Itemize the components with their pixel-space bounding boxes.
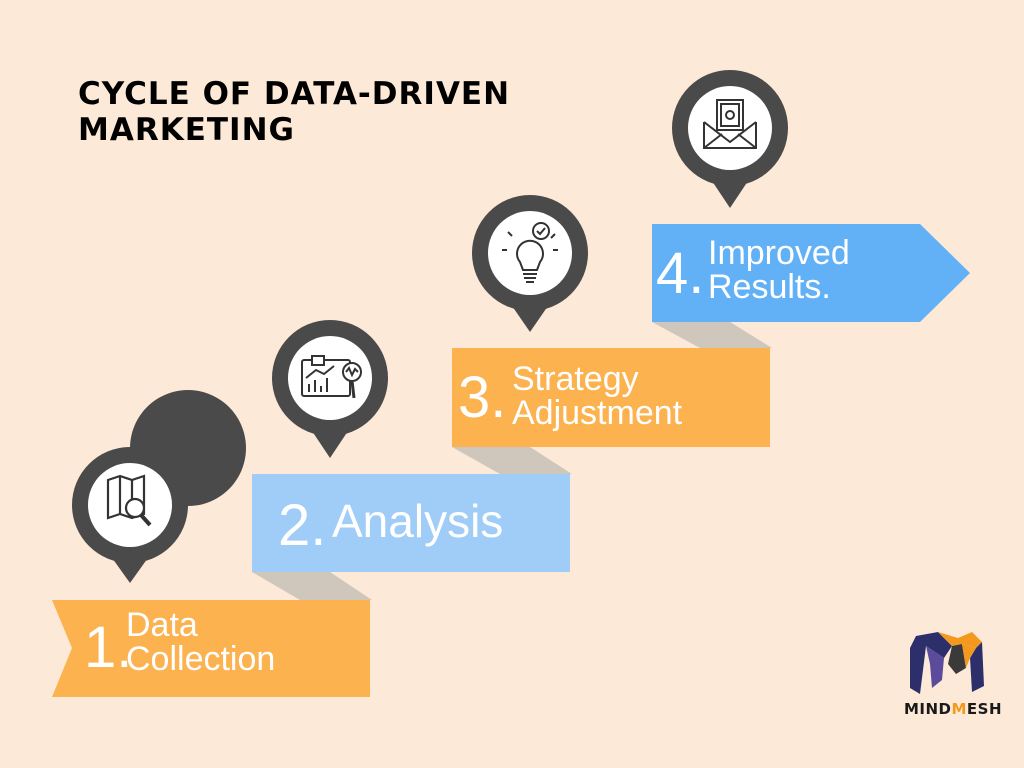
mindmesh-logo xyxy=(910,632,984,694)
step-3-number: 3. xyxy=(458,365,507,430)
step-4-label: Improved Results. xyxy=(708,236,850,304)
step-1-label-line2: Collection xyxy=(126,640,276,678)
step-4-pin xyxy=(672,70,788,208)
step-3-banner xyxy=(452,348,770,447)
step-3-label-line2: Adjustment xyxy=(512,394,683,432)
page-title: CYCLE OF DATA-DRIVEN MARKETING xyxy=(78,76,510,148)
step-1-label-line1: Data xyxy=(126,606,198,644)
step-2-banner xyxy=(252,474,570,572)
logo-name: MINDMESH xyxy=(898,700,1008,718)
title-line-2: MARKETING xyxy=(78,112,295,148)
step-1-pin xyxy=(72,390,246,583)
logo-name-part-2: M xyxy=(951,700,967,718)
title-line-1: CYCLE OF DATA-DRIVEN xyxy=(78,76,511,112)
step-3-label-line1: Strategy xyxy=(512,360,639,398)
connector-3-4 xyxy=(652,322,772,348)
connector-2-3 xyxy=(452,447,572,474)
step-4-label-line2: Results. xyxy=(708,268,831,306)
step-1-label: Data Collection xyxy=(126,608,275,676)
step-2-label-line1: Analysis xyxy=(332,495,504,547)
logo-name-part-3: ESH xyxy=(966,700,1003,718)
connector-1-2 xyxy=(252,572,372,600)
step-2-pin xyxy=(272,320,388,458)
step-1-number: 1. xyxy=(84,615,133,680)
map-search-icon xyxy=(106,474,152,527)
money-envelope-icon xyxy=(703,99,757,149)
step-2-label: Analysis xyxy=(332,498,503,544)
step-1-banner xyxy=(52,600,370,697)
step-3-label: Strategy Adjustment xyxy=(512,362,682,430)
step-4-banner xyxy=(652,224,970,322)
step-4-label-line1: Improved xyxy=(708,234,850,272)
step-4-number: 4. xyxy=(656,241,705,306)
logo-name-part-1: MIND xyxy=(903,700,952,718)
step-3-pin xyxy=(472,195,588,332)
lightbulb-check-icon xyxy=(502,222,558,283)
step-2-number: 2. xyxy=(278,493,327,558)
data-analysis-icon xyxy=(301,355,362,399)
